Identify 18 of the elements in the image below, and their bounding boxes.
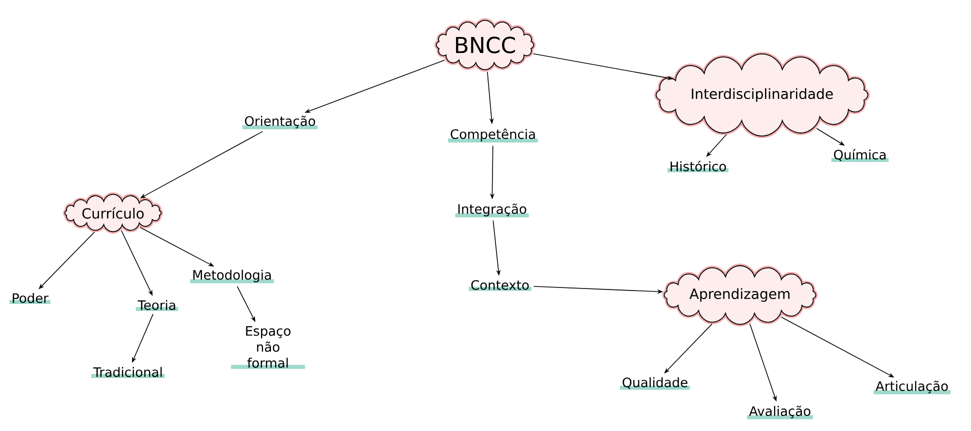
highlighted-word: Metodologia [190,270,274,284]
highlighted-word: Orientação [242,116,318,130]
highlighted-word: Contexto [468,280,532,291]
cloud-node: BNCC [434,18,536,72]
cloud-node: Currículo [62,192,164,234]
highlighted-word: Avaliação [746,406,814,420]
highlighted-word: Teoria [136,300,178,312]
highlighted-word: Competência [448,128,538,143]
highlighted-word: Qualidade [620,377,690,390]
highlighted-word: Espaço não formal [231,326,305,369]
cloud-node: Interdisciplinaridade [654,52,870,138]
highlighted-word: Integração [455,204,529,218]
highlighted-word: Histórico [667,160,729,172]
highlighted-word: Articulação [874,380,950,394]
highlighted-word: Tradicional [91,366,165,378]
highlighted-word: Poder [10,292,50,304]
highlighted-word: Química [831,148,889,162]
cloud-node: Aprendizagem [662,264,818,326]
